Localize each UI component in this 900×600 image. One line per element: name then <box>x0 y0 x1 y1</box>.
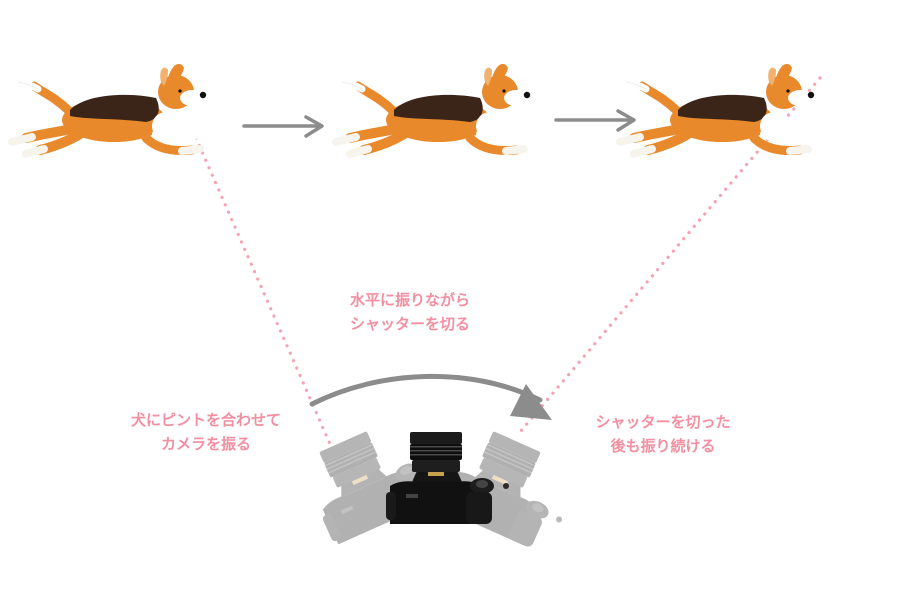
right-arrow-icon <box>242 115 324 138</box>
center-label-line1: 水平に振りながら <box>349 291 470 309</box>
running-beagle-icon <box>12 64 206 154</box>
left-instruction-label: 犬にピントを合わせて カメラを振る <box>108 408 304 456</box>
running-beagle-icon <box>336 64 530 154</box>
right-arrow-icon <box>554 109 636 132</box>
left-sight-line <box>194 136 332 446</box>
left-label-line1: 犬にピントを合わせて <box>130 411 281 429</box>
center-instruction-label: 水平に振りながら シャッターを切る <box>320 288 500 336</box>
left-label-line2: カメラを振る <box>160 435 251 453</box>
center-label-line2: シャッターを切る <box>349 315 470 333</box>
right-instruction-label: シャッターを切った 後も振り続ける <box>572 410 754 458</box>
right-label-line1: シャッターを切った <box>595 413 731 431</box>
running-beagle-icon <box>620 64 814 154</box>
curved-pan-arrow-icon <box>309 374 552 420</box>
right-label-line2: 後も振り続ける <box>610 437 716 455</box>
